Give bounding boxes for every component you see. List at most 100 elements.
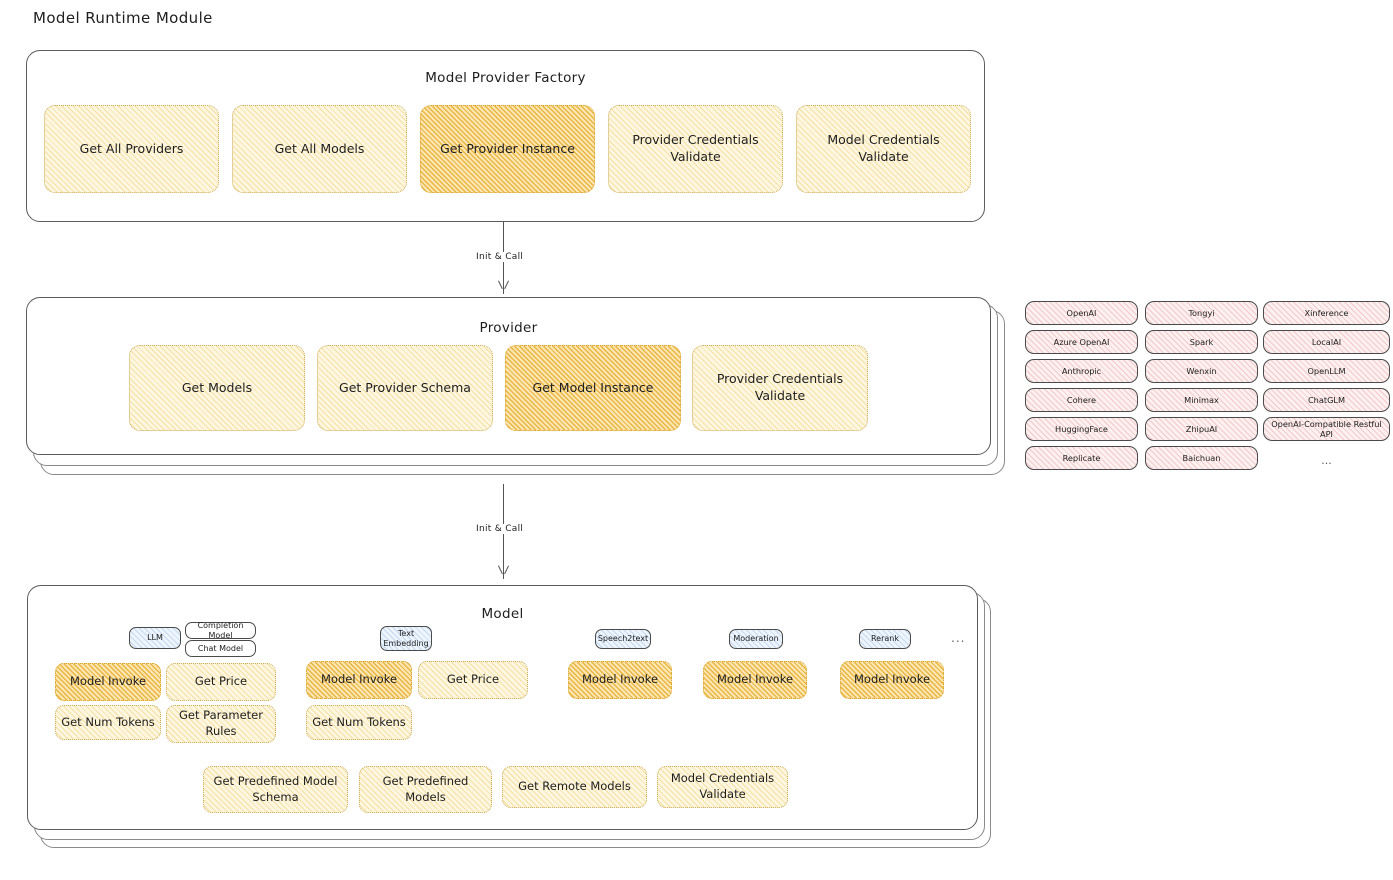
provider-pill-label: OpenAI-Compatible Restful API <box>1271 419 1382 439</box>
rerank-action-model-invoke[interactable]: Model Invoke <box>840 661 944 699</box>
arrow-head-icon <box>498 566 509 577</box>
provider-item-label: Get Provider Schema <box>339 379 471 395</box>
provider-pill-chatglm[interactable]: ChatGLM <box>1263 388 1390 412</box>
provider-pill-label: OpenAI <box>1066 308 1097 318</box>
model-subchip-label: Completion Model <box>197 620 244 640</box>
provider-pill-label: HuggingFace <box>1055 424 1108 434</box>
connector-label: Init & Call <box>472 524 528 534</box>
llm-action-label: Get Parameter Rules <box>179 708 263 738</box>
model-title: Model <box>481 606 524 622</box>
provider-item-get-provider-schema[interactable]: Get Provider Schema <box>317 345 493 431</box>
model-type-chip-label: LLM <box>147 633 163 642</box>
model-subchip-chat-model[interactable]: Chat Model <box>185 640 256 657</box>
text-embedding-action-label: Get Num Tokens <box>312 714 406 729</box>
model-shared-action-label: Get Predefined Models <box>382 773 469 804</box>
model-type-chip-llm[interactable]: LLM <box>129 627 181 649</box>
rerank-action-label: Model Invoke <box>853 672 931 687</box>
model-type-chip-rerank[interactable]: Rerank <box>859 629 911 649</box>
factory-item-label: Get Provider Instance <box>440 140 575 156</box>
factory-item-get-all-models[interactable]: Get All Models <box>232 105 407 193</box>
model-types-ellipsis: ... <box>951 631 966 645</box>
provider-pill-zhipuai[interactable]: ZhipuAI <box>1145 417 1258 441</box>
model-shared-action-model-credentials-validate[interactable]: Model Credentials Validate <box>657 766 788 808</box>
provider-pill-label: Minimax <box>1184 395 1219 405</box>
text-embedding-action-label: Model Invoke <box>320 672 398 687</box>
llm-action-model-invoke[interactable]: Model Invoke <box>55 663 161 701</box>
factory-item-get-provider-instance[interactable]: Get Provider Instance <box>420 105 595 193</box>
provider-pill-label: Xinference <box>1304 308 1349 318</box>
factory-item-label: Model Credentials Validate <box>827 132 940 164</box>
llm-action-get-parameter-rules[interactable]: Get Parameter Rules <box>166 705 276 743</box>
provider-pill-localai[interactable]: LocalAI <box>1263 330 1390 354</box>
provider-item-get-models[interactable]: Get Models <box>129 345 305 431</box>
provider-pill-label: ZhipuAI <box>1185 424 1218 434</box>
speech2text-action-model-invoke[interactable]: Model Invoke <box>568 661 672 699</box>
provider-pill-cohere[interactable]: Cohere <box>1025 388 1138 412</box>
provider-pill-openllm[interactable]: OpenLLM <box>1263 359 1390 383</box>
provider-pill-replicate[interactable]: Replicate <box>1025 446 1138 470</box>
text-embedding-action-model-invoke[interactable]: Model Invoke <box>306 661 412 699</box>
text-embedding-action-label: Get Price <box>446 672 500 687</box>
speech2text-action-label: Model Invoke <box>581 672 659 687</box>
factory-item-label: Get All Models <box>274 140 365 156</box>
model-type-chip-label: Rerank <box>870 634 899 643</box>
provider-pill-label: ChatGLM <box>1307 395 1346 405</box>
provider-pill-openai[interactable]: OpenAI <box>1025 301 1138 325</box>
model-type-chip-moderation[interactable]: Moderation <box>729 629 783 649</box>
factory-item-model-credentials-validate[interactable]: Model Credentials Validate <box>796 105 971 193</box>
model-provider-factory-title: Model Provider Factory <box>425 70 586 86</box>
model-type-chip-speech2text[interactable]: Speech2text <box>595 629 651 649</box>
model-shared-action-get-predefined-model-schema[interactable]: Get Predefined Model Schema <box>203 766 348 813</box>
provider-pill-label: Spark <box>1189 337 1214 347</box>
provider-pill-openai-compatible-restful-api[interactable]: OpenAI-Compatible Restful API <box>1263 417 1390 441</box>
model-type-chip-label: Moderation <box>733 634 779 643</box>
provider-pill-anthropic[interactable]: Anthropic <box>1025 359 1138 383</box>
connector-label: Init & Call <box>472 252 528 262</box>
provider-pill-label: Cohere <box>1066 395 1097 405</box>
text-embedding-action-get-price[interactable]: Get Price <box>418 661 528 699</box>
model-subchip-completion-model[interactable]: Completion Model <box>185 620 256 640</box>
moderation-action-label: Model Invoke <box>716 672 794 687</box>
provider-item-label: Provider Credentials Validate <box>716 371 844 403</box>
provider-pill-label: LocalAI <box>1311 337 1342 347</box>
model-shared-action-get-remote-models[interactable]: Get Remote Models <box>502 766 647 808</box>
llm-action-get-price[interactable]: Get Price <box>166 663 276 701</box>
provider-item-provider-credentials-validate[interactable]: Provider Credentials Validate <box>692 345 868 431</box>
provider-pill-label: Replicate <box>1062 453 1101 463</box>
provider-pill-baichuan[interactable]: Baichuan <box>1145 446 1258 470</box>
provider-item-label: Get Models <box>181 379 253 395</box>
provider-pill-huggingface[interactable]: HuggingFace <box>1025 417 1138 441</box>
llm-action-label: Model Invoke <box>69 674 147 689</box>
provider-pill-label: Azure OpenAI <box>1053 337 1110 347</box>
provider-item-label: Get Model Instance <box>532 379 654 395</box>
provider-pill-tongyi[interactable]: Tongyi <box>1145 301 1258 325</box>
factory-item-get-all-providers[interactable]: Get All Providers <box>44 105 219 193</box>
provider-pill-azure-openai[interactable]: Azure OpenAI <box>1025 330 1138 354</box>
moderation-action-model-invoke[interactable]: Model Invoke <box>703 661 807 699</box>
provider-list-ellipsis: ... <box>1321 453 1332 467</box>
provider-pill-xinference[interactable]: Xinference <box>1263 301 1390 325</box>
provider-pill-label: Baichuan <box>1182 453 1221 463</box>
provider-pill-minimax[interactable]: Minimax <box>1145 388 1258 412</box>
model-shared-action-label: Model Credentials Validate <box>670 771 775 801</box>
model-type-chip-text-embedding[interactable]: Text Embedding <box>380 626 432 651</box>
factory-item-provider-credentials-validate[interactable]: Provider Credentials Validate <box>608 105 783 193</box>
arrow-head-icon <box>498 281 509 292</box>
llm-action-get-num-tokens[interactable]: Get Num Tokens <box>55 705 161 740</box>
factory-item-label: Provider Credentials Validate <box>632 132 759 164</box>
text-embedding-action-get-num-tokens[interactable]: Get Num Tokens <box>306 705 412 740</box>
model-type-chip-label: Text Embedding <box>383 628 429 648</box>
model-shared-action-get-predefined-models[interactable]: Get Predefined Models <box>359 766 492 813</box>
model-shared-action-label: Get Predefined Model Schema <box>213 773 338 804</box>
model-type-chip-label: Speech2text <box>597 634 649 643</box>
model-shared-action-label: Get Remote Models <box>518 779 631 794</box>
llm-action-label: Get Num Tokens <box>61 714 155 729</box>
provider-pill-spark[interactable]: Spark <box>1145 330 1258 354</box>
provider-pill-label: Anthropic <box>1061 366 1102 376</box>
provider-item-get-model-instance[interactable]: Get Model Instance <box>505 345 681 431</box>
provider-pill-label: OpenLLM <box>1307 366 1346 376</box>
provider-pill-wenxin[interactable]: Wenxin <box>1145 359 1258 383</box>
provider-pill-label: Wenxin <box>1186 366 1217 376</box>
provider-title: Provider <box>479 320 538 336</box>
